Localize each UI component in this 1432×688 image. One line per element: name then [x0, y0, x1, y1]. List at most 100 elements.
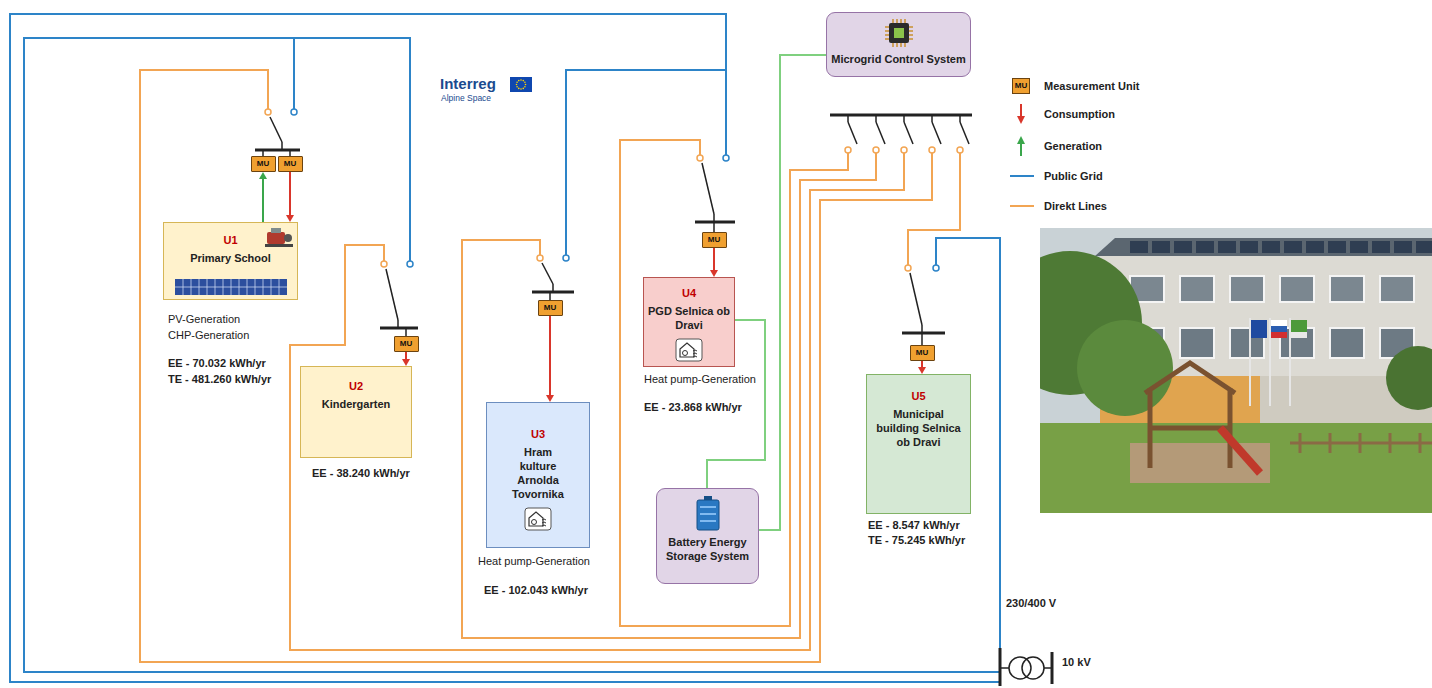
eu-star	[525, 84, 527, 86]
photo-flagpole	[1289, 318, 1291, 406]
switch-stub	[959, 115, 961, 122]
photo-flagpole	[1269, 318, 1271, 406]
photo-pv-panel	[1416, 241, 1432, 253]
graphic	[175, 279, 287, 295]
public-grid-sample	[1010, 175, 1034, 177]
direct-line	[290, 153, 904, 650]
chip-icon	[884, 18, 914, 48]
control-system-name: Microgrid Control System	[831, 52, 965, 66]
switch-blade	[904, 122, 913, 144]
building-name: Hram kulture Arnolda Tovornika	[506, 445, 570, 501]
control-system-box: Microgrid Control System	[826, 12, 971, 77]
photo-flag	[1251, 326, 1267, 332]
graphic	[271, 228, 281, 233]
graphic	[175, 279, 287, 295]
energy-value: EE - 23.868 kWh/yr	[644, 400, 742, 414]
switch-blade	[542, 263, 553, 284]
generation-sample	[1017, 136, 1025, 144]
switch-stub	[875, 115, 877, 122]
connector	[402, 352, 410, 366]
switch-contact	[537, 255, 543, 261]
connector	[710, 248, 718, 277]
photo-tree	[1077, 320, 1173, 416]
graphic	[693, 350, 697, 357]
photo-flag	[1251, 320, 1267, 326]
eu-star	[516, 86, 518, 88]
photo-pv-panel	[1196, 241, 1214, 253]
connector-line	[289, 172, 291, 215]
bus-bar	[255, 149, 300, 152]
microgrid-bus	[830, 114, 972, 117]
building-name: Municipal building Selnica ob Dravi	[871, 407, 966, 449]
switch-contact	[407, 261, 413, 267]
eu-star	[524, 81, 526, 83]
logo-subtext: Alpine Space	[441, 93, 491, 104]
switch-stub	[397, 320, 399, 328]
arrowhead	[918, 367, 926, 374]
generation-sample	[1020, 143, 1022, 156]
mu-text: MU	[708, 233, 720, 247]
connector	[918, 361, 926, 374]
mu-text: MU	[284, 157, 296, 171]
switch-stub	[281, 142, 283, 150]
legend-text: Measurement Unit	[1044, 79, 1139, 93]
connector-line	[759, 55, 826, 530]
photo-window	[1330, 276, 1364, 302]
storage-box: Battery Energy Storage System	[656, 488, 759, 584]
eu-star	[522, 80, 524, 82]
photo-flag	[1291, 326, 1307, 332]
building-name: Kindergarten	[322, 397, 390, 411]
building-box: U5Municipal building Selnica ob Dravi	[866, 374, 971, 514]
photo-flag	[1271, 332, 1287, 338]
direct-line	[140, 70, 932, 662]
graphic	[894, 28, 904, 38]
eu-star	[516, 81, 518, 83]
mu-text: MU	[544, 301, 556, 315]
arrowhead	[259, 172, 267, 179]
transformer-winding	[1009, 657, 1031, 679]
energy-value: EE - 8.547 kWh/yr	[868, 518, 960, 532]
switch-blade	[270, 117, 282, 142]
unit-id: U5	[911, 389, 925, 403]
energy-value: EE - 38.240 kWh/yr	[312, 466, 410, 480]
graphic	[675, 338, 703, 362]
eu-star	[520, 88, 522, 90]
photo-window	[1380, 276, 1414, 302]
public-grid-line	[24, 38, 1000, 672]
photo-pv-panel	[1284, 241, 1302, 253]
legend-text: Direkt Lines	[1044, 199, 1107, 213]
switch-contact	[381, 261, 387, 267]
switch-blade	[910, 273, 922, 325]
graphic	[529, 512, 543, 526]
photo-flag	[1291, 320, 1307, 326]
switch-blade	[848, 122, 857, 144]
bus-tap	[921, 333, 923, 345]
photo-grass	[1040, 423, 1432, 513]
graphic	[265, 244, 293, 247]
bus-tap	[713, 222, 715, 232]
measurement-unit: MU	[251, 156, 276, 172]
bat-icon	[694, 495, 722, 531]
heat-pump-icon	[675, 338, 703, 362]
photo-pv-panel	[1218, 241, 1236, 253]
public-grid-line	[294, 38, 410, 261]
energy-value: EE - 102.043 kWh/yr	[484, 583, 588, 597]
arrowhead	[710, 270, 718, 277]
photo-pv-panel	[1306, 241, 1324, 253]
unit-id: U2	[349, 379, 363, 393]
eu-star	[520, 79, 522, 81]
switch-contact	[957, 147, 963, 153]
arrowhead	[546, 395, 554, 402]
voltage-label: 230/400 V	[1006, 596, 1056, 610]
photo-window	[1330, 328, 1364, 358]
energy-value: TE - 75.245 kWh/yr	[868, 533, 965, 547]
direct-line	[462, 153, 876, 638]
measurement-unit: MU	[394, 336, 419, 352]
building-box: U4PGD Selnica ob Dravi	[643, 277, 735, 367]
switch-contact	[563, 255, 569, 261]
switch-stub	[903, 115, 905, 122]
graphic	[524, 507, 552, 531]
arrowhead	[402, 359, 410, 366]
school-photo	[998, 228, 1432, 513]
unit-id: U1	[223, 233, 237, 247]
